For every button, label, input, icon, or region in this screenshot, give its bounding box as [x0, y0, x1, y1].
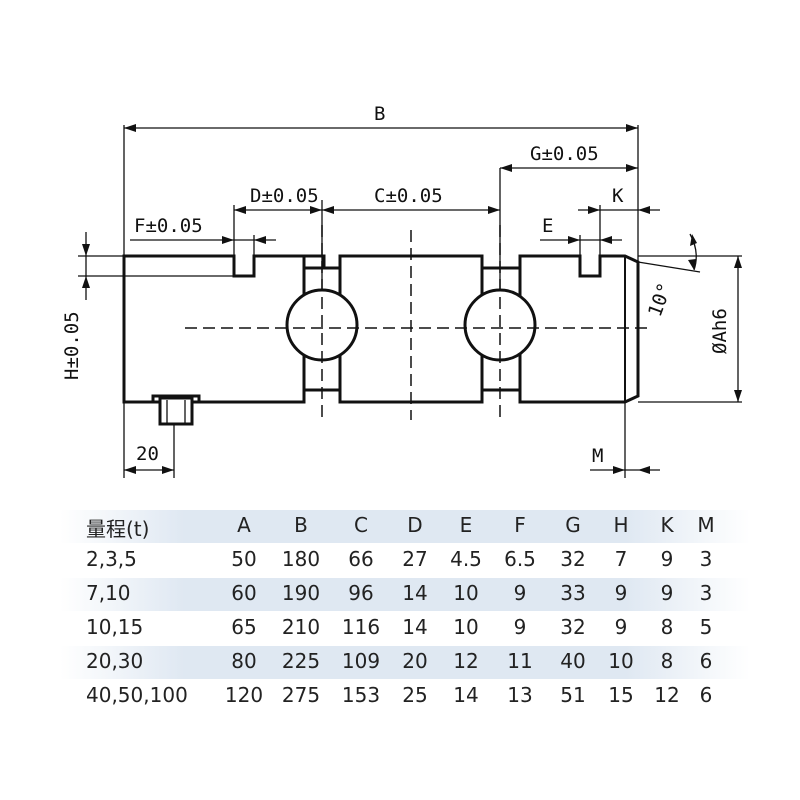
- table-cell: 32: [560, 547, 586, 571]
- table-cell: 4.5: [450, 547, 482, 571]
- table-cell: 9: [513, 615, 527, 639]
- table-cell: 32: [560, 615, 586, 639]
- table-row: 7,10 60 190 96 14 10 9 33 9 9 3: [60, 578, 750, 611]
- table-cell: 27: [402, 547, 428, 571]
- table-cell: 5: [699, 615, 713, 639]
- label-20: 20: [136, 443, 159, 465]
- table-cell: 14: [402, 615, 428, 639]
- label-M: M: [592, 445, 603, 467]
- table-cell: 14: [402, 581, 428, 605]
- header-B: B: [294, 513, 308, 537]
- table-cell: 96: [348, 581, 374, 605]
- table-cell: 65: [231, 615, 257, 639]
- table-cell: 25: [402, 683, 428, 707]
- header-C: C: [354, 513, 368, 537]
- label-K: K: [612, 185, 624, 207]
- table-cell: 6.5: [504, 547, 536, 571]
- spec-table: 量程(t) A B C D E F G H K M 2,3,5 50 180 6…: [60, 510, 750, 720]
- technical-drawing: B G±0.05 D±0.05 C±0.05 K F±0.05 E H±0.05…: [61, 103, 742, 478]
- table-cell: 275: [281, 683, 321, 707]
- table-row: 20,30 80 225 109 20 12 11 40 10 8 6: [60, 646, 750, 679]
- table-cell: 60: [231, 581, 257, 605]
- table-cell: 180: [281, 547, 321, 571]
- table-row: 10,15 65 210 116 14 10 9 32 9 8 5: [60, 612, 750, 645]
- table-cell: 12: [453, 649, 479, 673]
- label-D: D±0.05: [250, 185, 319, 207]
- label-angle: 10°: [644, 280, 676, 320]
- table-cell: 7: [614, 547, 628, 571]
- dimension-labels: B G±0.05 D±0.05 C±0.05 K F±0.05 E H±0.05…: [61, 103, 731, 467]
- header-K: K: [660, 513, 674, 537]
- header-F: F: [514, 513, 526, 537]
- label-B: B: [374, 103, 385, 125]
- table-cell: 6: [699, 683, 713, 707]
- header-H: H: [613, 513, 629, 537]
- table-cell: 2,3,5: [86, 547, 137, 571]
- table-cell: 9: [614, 615, 628, 639]
- label-H: H±0.05: [61, 311, 83, 380]
- table-cell: 9: [614, 581, 628, 605]
- table-cell: 20: [402, 649, 428, 673]
- table-cell: 109: [341, 649, 381, 673]
- table-cell: 120: [224, 683, 264, 707]
- center-lines: [185, 225, 650, 420]
- table-cell: 15: [608, 683, 634, 707]
- table-cell: 14: [453, 683, 479, 707]
- table-cell: 225: [281, 649, 321, 673]
- table-cell: 10: [608, 649, 634, 673]
- table-cell: 6: [699, 649, 713, 673]
- header-M: M: [697, 513, 715, 537]
- table-cell: 8: [660, 615, 674, 639]
- label-G: G±0.05: [530, 143, 599, 165]
- dimension-lines: [82, 124, 742, 474]
- table-cell: 11: [507, 649, 533, 673]
- table-cell: 33: [560, 581, 586, 605]
- header-G: G: [565, 513, 581, 537]
- table-cell: 40,50,100: [86, 683, 188, 707]
- table-cell: 40: [560, 649, 586, 673]
- header-E: E: [459, 513, 473, 537]
- table-cell: 8: [660, 649, 674, 673]
- table-cell: 3: [699, 581, 713, 605]
- table-cell: 10,15: [86, 615, 144, 639]
- table-cell: 13: [507, 683, 533, 707]
- load-cell-body: [122, 254, 640, 426]
- table-cell: 3: [699, 547, 713, 571]
- table-cell: 190: [281, 581, 321, 605]
- table-row: 40,50,100 120 275 153 25 14 13 51 15 12 …: [60, 680, 750, 713]
- label-A: ØAh6: [709, 308, 731, 354]
- label-F: F±0.05: [134, 215, 203, 237]
- header-range: 量程(t): [86, 517, 150, 541]
- extension-lines: [78, 125, 742, 478]
- table-cell: 20,30: [86, 649, 144, 673]
- table-cell: 12: [654, 683, 680, 707]
- table-cell: 9: [513, 581, 527, 605]
- table-cell: 51: [560, 683, 586, 707]
- table-cell: 66: [348, 547, 374, 571]
- table-header-row: 量程(t) A B C D E F G H K M: [60, 510, 750, 543]
- label-E: E: [542, 215, 553, 237]
- table-cell: 116: [341, 615, 381, 639]
- label-C: C±0.05: [374, 185, 443, 207]
- table-cell: 10: [453, 581, 479, 605]
- table-cell: 210: [281, 615, 321, 639]
- table-cell: 9: [660, 547, 674, 571]
- header-A: A: [237, 513, 251, 537]
- table-cell: 7,10: [86, 581, 131, 605]
- table-cell: 10: [453, 615, 479, 639]
- table-cell: 9: [660, 581, 674, 605]
- table-cell: 153: [341, 683, 381, 707]
- table-cell: 50: [231, 547, 257, 571]
- table-row: 2,3,5 50 180 66 27 4.5 6.5 32 7 9 3: [60, 544, 750, 577]
- header-D: D: [407, 513, 423, 537]
- table-cell: 80: [231, 649, 257, 673]
